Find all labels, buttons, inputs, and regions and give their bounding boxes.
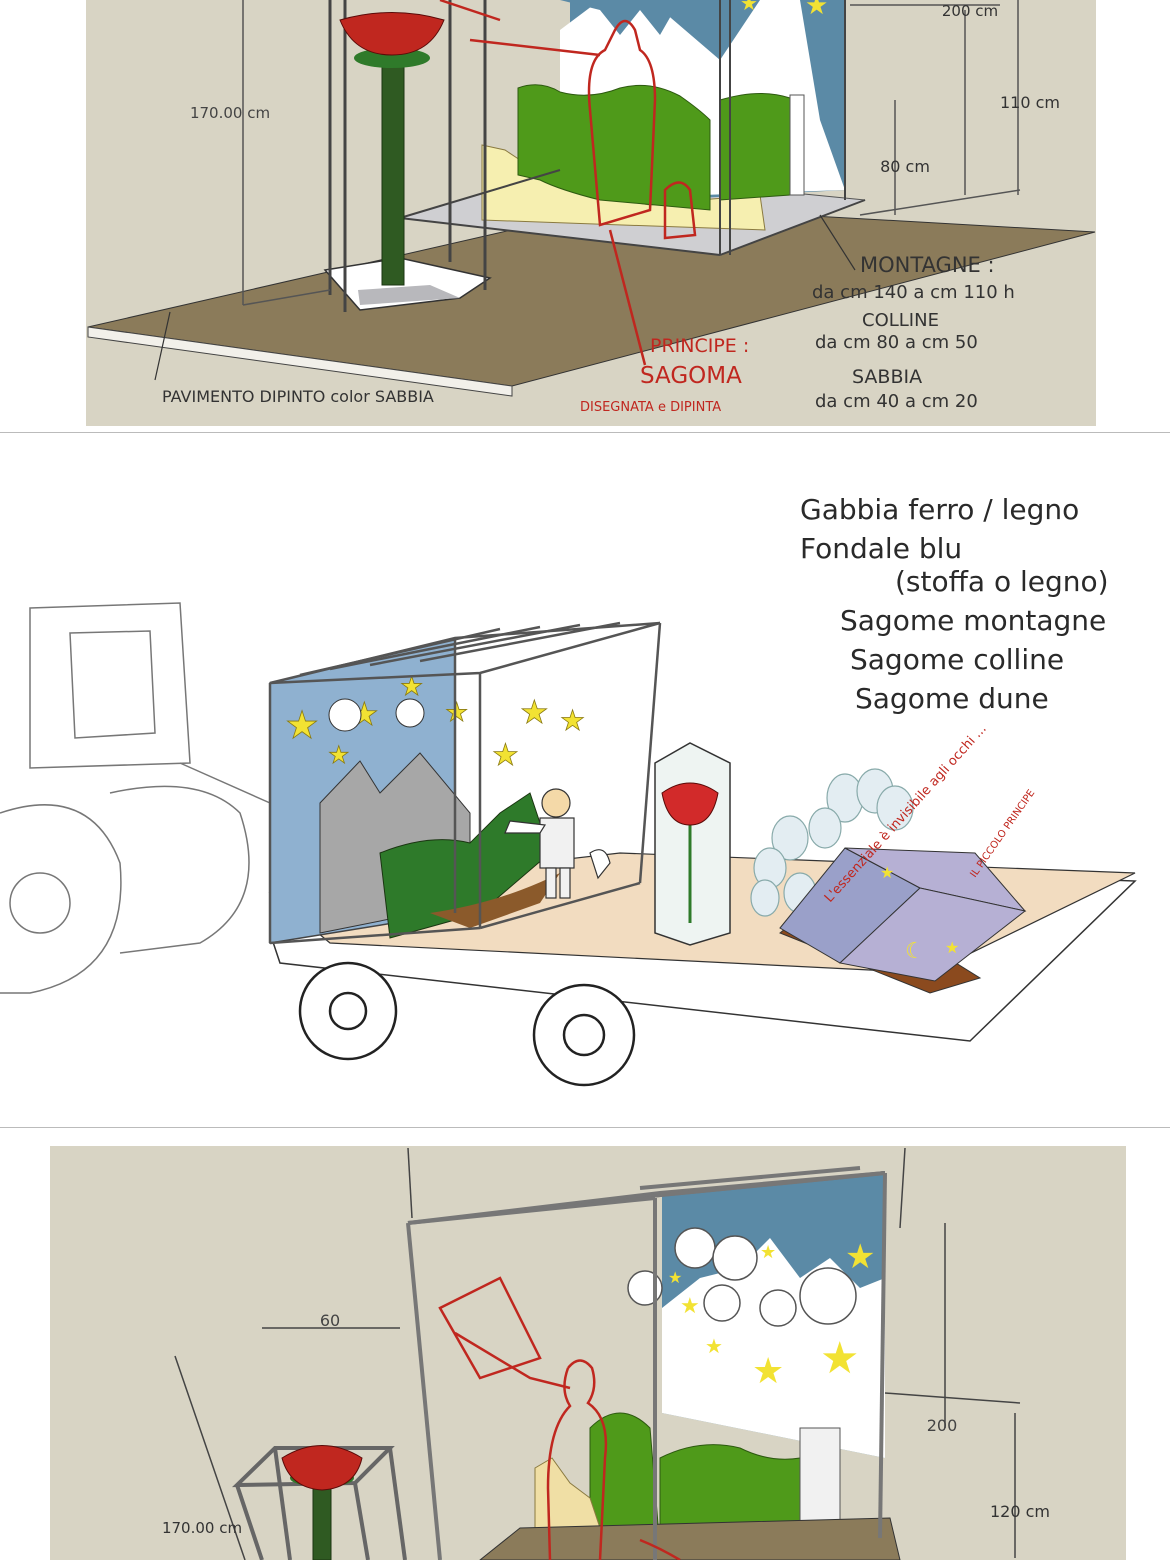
note-mountains-title: MONTAGNE :	[860, 253, 995, 277]
dim-height-left: 170.00 cm	[190, 104, 270, 122]
planet-icon	[328, 698, 362, 732]
star-icon: ★	[752, 1351, 784, 1392]
dim-height-left: 170.00 cm	[162, 1519, 242, 1537]
prince-label-3: DISEGNATA e DIPINTA	[580, 400, 721, 415]
star-icon: ★	[760, 1242, 776, 1263]
star-icon: ★	[520, 693, 549, 731]
note-mountains-range: da cm 140 a cm 110 h	[812, 282, 1015, 303]
star-icon: ★	[285, 703, 319, 747]
little-prince	[504, 788, 611, 899]
green-hills-back	[517, 84, 711, 211]
prince-sketch	[439, 0, 697, 366]
star-icon: ★	[740, 0, 758, 15]
cage-frame	[406, 1166, 887, 1561]
dim-rose-width: 60	[320, 1311, 340, 1330]
note-hills-title: COLLINE	[862, 310, 939, 331]
note-sand-title: SABBIA	[852, 366, 922, 388]
rose-stem	[312, 1482, 332, 1561]
sketch-middle-panel: ★ ★ ★ ★ ★ ★ ★ ★	[0, 432, 1170, 1128]
moon-icon	[712, 1235, 758, 1281]
star-icon: ★	[805, 0, 828, 21]
moon-icon	[759, 1289, 797, 1327]
backdrop-stars: ★ ★ ★ ★ ★ ★ ★	[668, 1237, 875, 1392]
dim-width-top: 200 cm	[942, 2, 998, 20]
prince-sketch	[438, 1276, 681, 1562]
planet-icon	[395, 698, 425, 728]
baobab-balloons	[750, 768, 914, 917]
sketch-middle-drawing: ★ ★ ★ ★ ★ ★ ★ ★	[0, 602, 1137, 1087]
floor-edge	[87, 326, 513, 397]
star-icon: ★	[328, 741, 350, 769]
list-item: Gabbia ferro / legno	[800, 493, 1080, 526]
book-text-right: IL PICCOLO PRINCIPE	[968, 788, 1037, 880]
wheel-left	[298, 961, 398, 1061]
render-bottom-panel: ★ ★ ★ ★ ★ ★ ★	[0, 1128, 1170, 1562]
dimension-lines	[242, 0, 1021, 306]
dim-height-small: 120 cm	[990, 1502, 1050, 1521]
dim-height-mid: 80 cm	[880, 157, 930, 176]
hanging-stars: ★ ★ ★ ★ ★ ★ ★ ★	[285, 672, 586, 774]
cage-frame	[399, 0, 866, 256]
list-item: Sagome colline	[850, 643, 1065, 676]
rose-leaves	[354, 48, 430, 68]
dim-height-right: 200	[927, 1416, 958, 1435]
notes-leader	[819, 214, 856, 271]
render-bottom-drawing: ★ ★ ★ ★ ★ ★ ★	[50, 1146, 1126, 1562]
render-top-drawing: ★ ★	[86, 0, 1096, 426]
star-icon: ★	[560, 704, 585, 737]
list-item: Sagome dune	[855, 682, 1049, 715]
hill-panel-edge	[789, 94, 805, 196]
wheel-right	[532, 983, 636, 1087]
star-icon: ★	[492, 738, 519, 773]
prince-label-2: SAGOMA	[640, 363, 742, 389]
moons	[627, 1227, 857, 1327]
cage-frame	[268, 621, 662, 945]
rose-icon	[281, 1445, 363, 1491]
star-icon: ★	[820, 1333, 859, 1384]
star-icon: ★	[680, 1294, 700, 1319]
moon-icon	[799, 1267, 857, 1325]
list-item: (stoffa o legno)	[895, 565, 1109, 598]
dimension-lines	[174, 1147, 1021, 1561]
rose-glass-case	[654, 742, 731, 946]
sketchup-background	[50, 1146, 1126, 1560]
moon-icon	[703, 1284, 741, 1322]
trailer-wheels	[298, 961, 636, 1087]
floor-label: PAVIMENTO DIPINTO color SABBIA	[162, 387, 434, 406]
backdrop-zigzag	[560, 0, 680, 35]
note-hills-range: da cm 80 a cm 50	[815, 332, 978, 353]
prince-label-1: PRINCIPE :	[650, 335, 749, 357]
star-icon: ★	[668, 1268, 682, 1287]
render-top-panel: ★ ★	[0, 0, 1170, 432]
dim-height-right: 110 cm	[1000, 93, 1060, 112]
list-item: Sagome montagne	[840, 604, 1107, 637]
star-icon: ★	[445, 698, 468, 728]
materials-list: Gabbia ferro / legno Fondale blu (stoffa…	[800, 493, 1160, 715]
note-sand-range: da cm 40 a cm 20	[815, 391, 978, 412]
moon-icon	[674, 1227, 716, 1269]
star-icon: ★	[705, 1334, 723, 1358]
rose-stand	[323, 0, 492, 312]
rose-icon	[339, 12, 445, 56]
tractor-outline	[0, 602, 271, 994]
list-item: Fondale blu	[800, 532, 963, 565]
star-icon: ★	[845, 1237, 875, 1277]
floor-leader	[154, 311, 171, 381]
star-icon: ★	[945, 938, 959, 957]
rose-stem	[381, 59, 405, 286]
dune-shape	[430, 873, 560, 928]
moon-icon: ☾	[905, 939, 925, 964]
rose-icon	[661, 782, 719, 826]
star-icon: ★	[880, 863, 894, 882]
